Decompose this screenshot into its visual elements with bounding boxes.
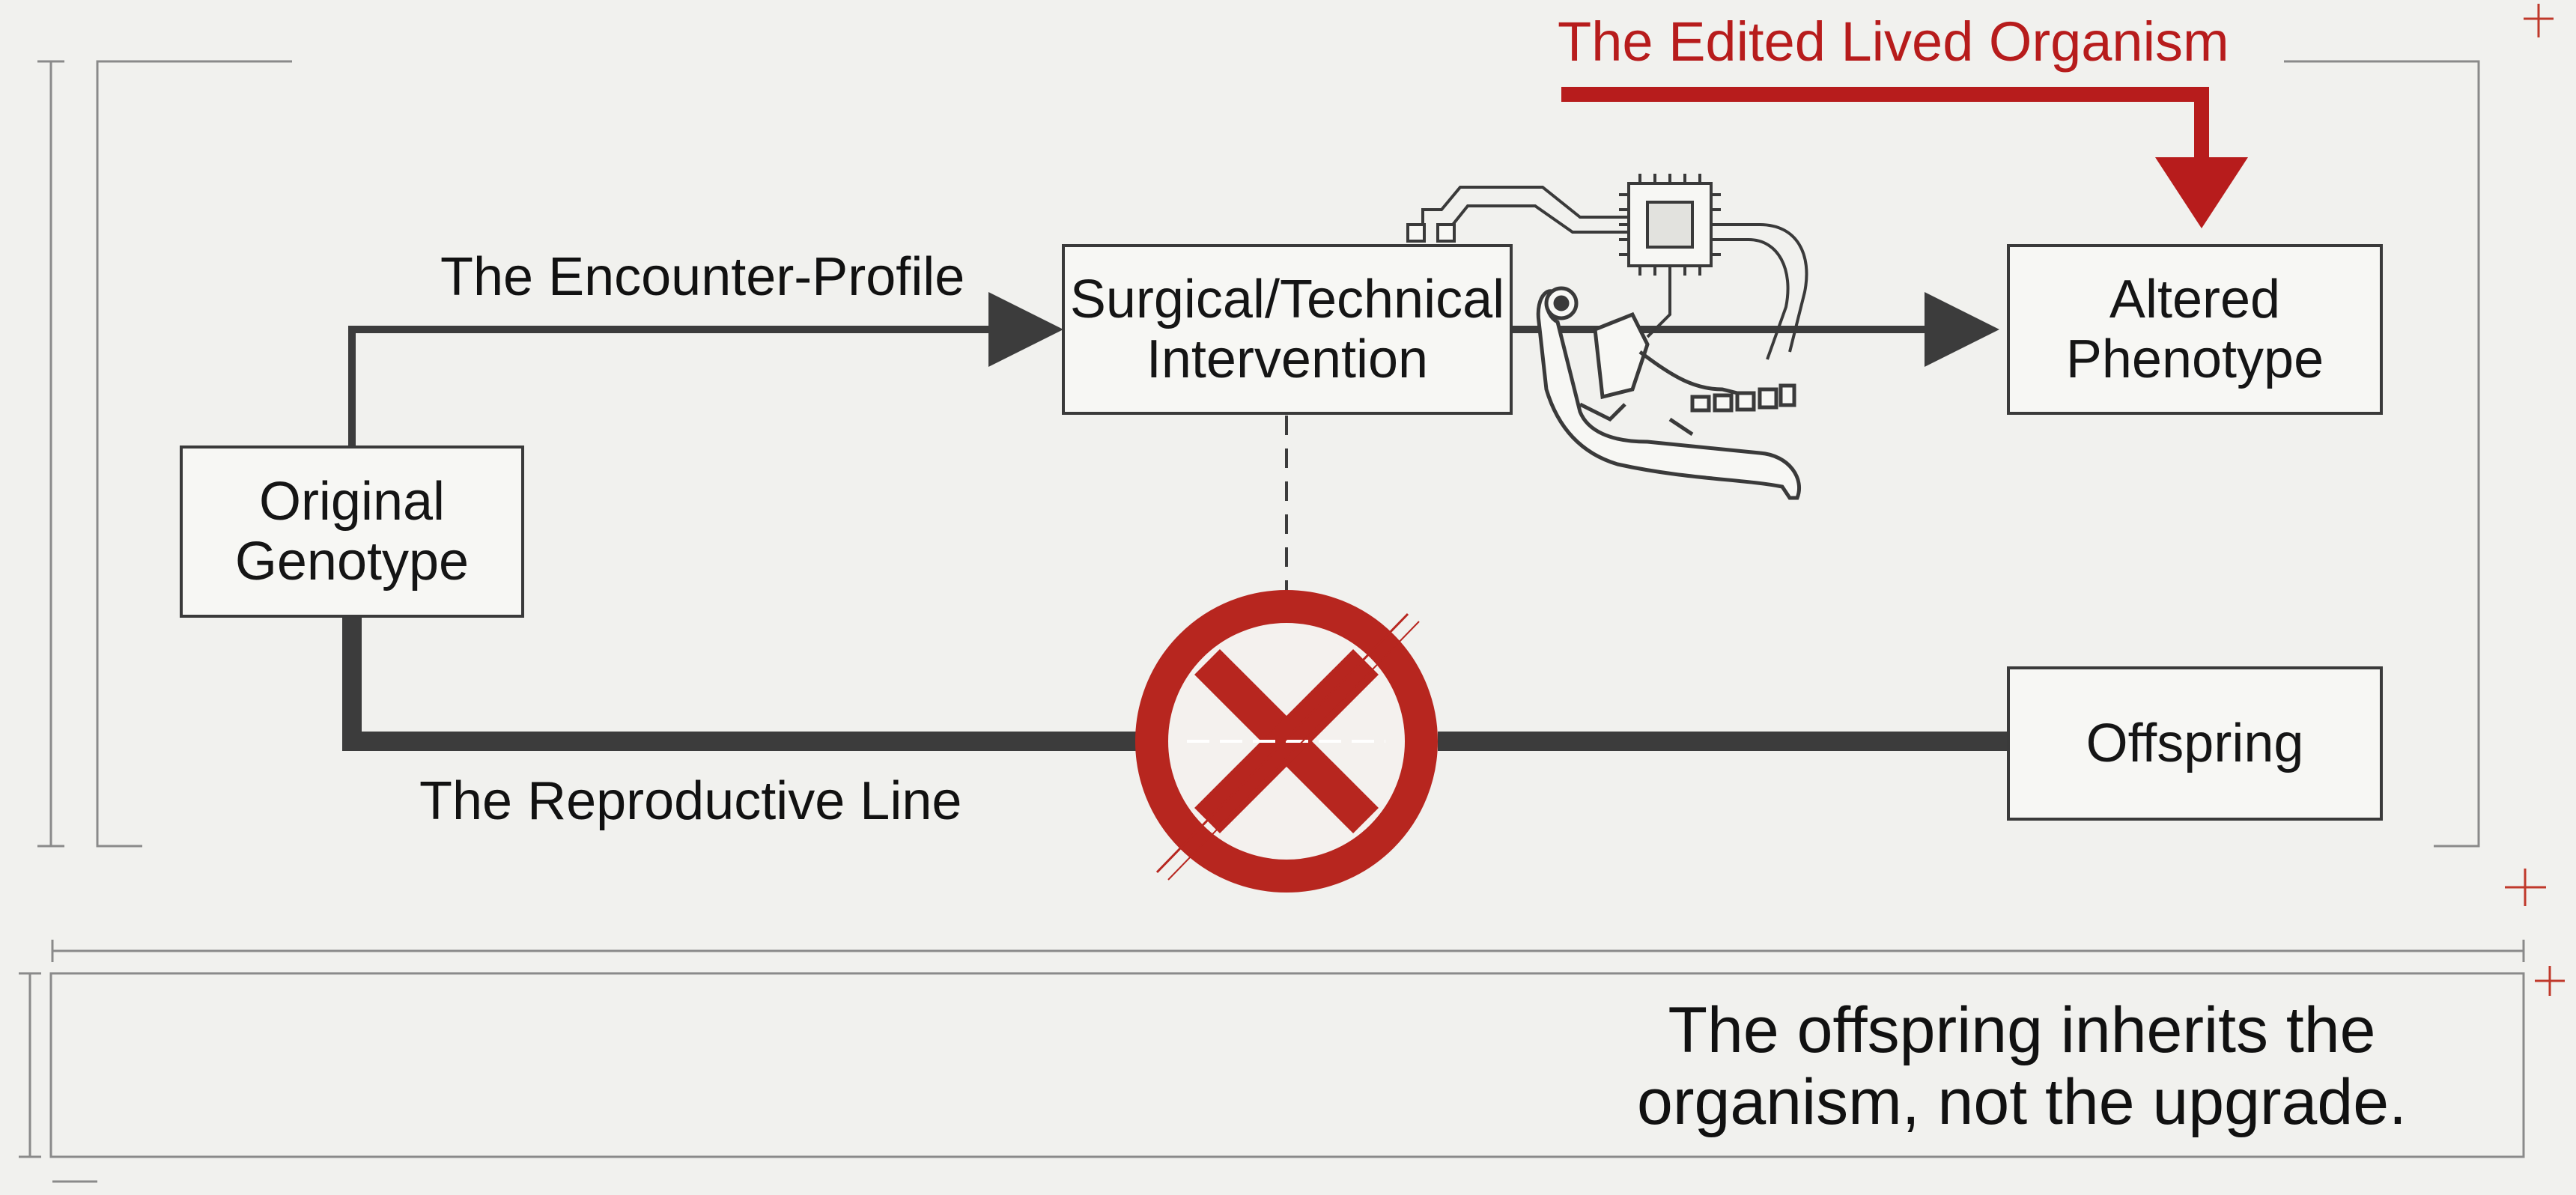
node-intervention: Surgical/Technical Intervention (1062, 244, 1513, 415)
microchip-icon (1406, 174, 1808, 360)
node-original-genotype: Original Genotype (180, 446, 524, 618)
reproductive-line-path (342, 614, 2011, 751)
blocked-icon (1135, 590, 1438, 893)
registration-marks (2505, 4, 2565, 996)
node-altered-phenotype: Altered Phenotype (2007, 244, 2383, 415)
edge-label-reproductive-line: The Reproductive Line (419, 771, 962, 831)
encounter-profile-path (348, 292, 1999, 446)
annotation-edited-organism: The Edited Lived Organism (1558, 10, 2229, 73)
blueprint-frame (19, 60, 2525, 1183)
caption-text: The offspring inherits the organism, not… (1637, 994, 2407, 1138)
cybernetic-jaw-icon (1536, 286, 1802, 500)
edited-organism-arrow (1561, 87, 2248, 228)
node-offspring: Offspring (2007, 666, 2383, 821)
edge-label-encounter-profile: The Encounter-Profile (440, 247, 965, 307)
